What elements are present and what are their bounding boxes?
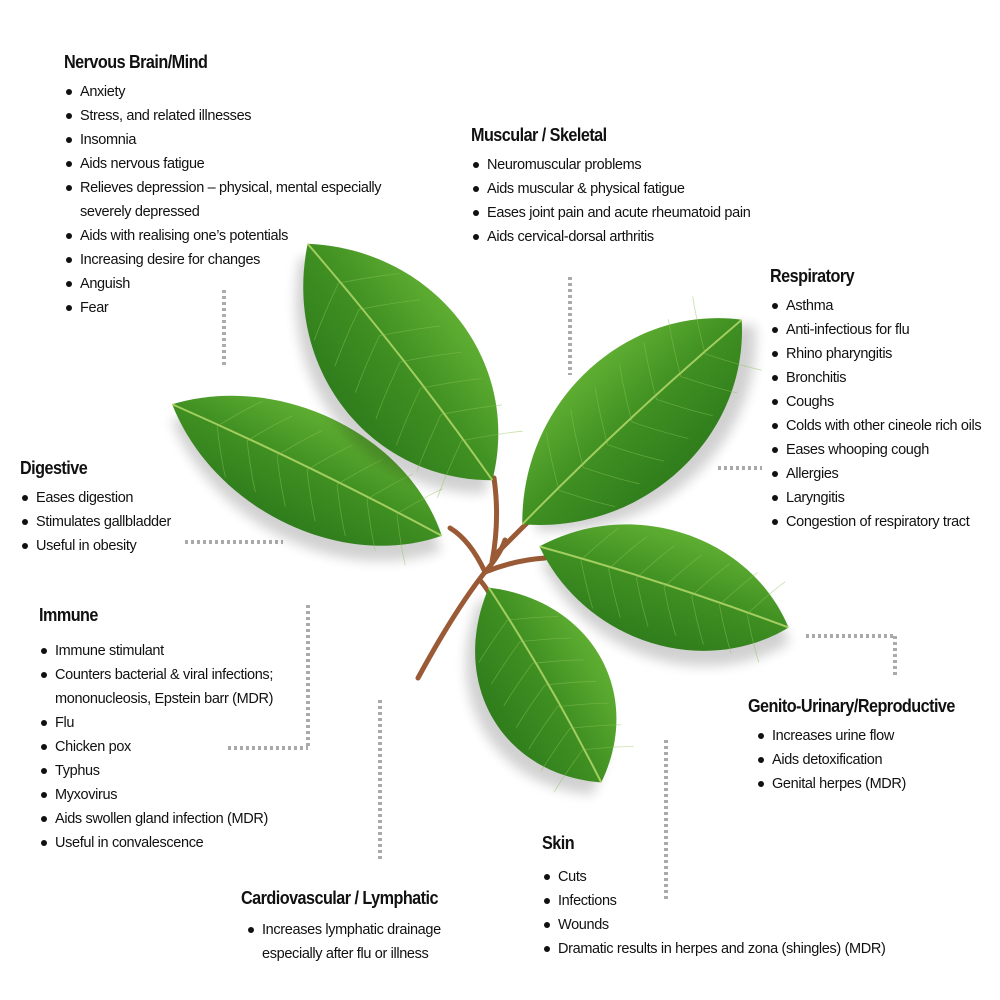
list-item: Genital herpes (MDR) [756,772,978,796]
section-genito-urinary: Genito-Urinary/Reproductive Increases ur… [748,694,978,796]
list-item: Anguish [64,272,384,296]
list-item: Aids with realising one’s potentials [64,224,384,248]
list-item: Eases joint pain and acute rheumatoid pa… [471,201,751,225]
section-cardiovascular: Cardiovascular / Lymphatic Increases lym… [241,886,504,966]
list-item: Neuromuscular problems [471,153,750,177]
list-item: Bronchitis [770,366,981,390]
section-title: Digestive [20,458,88,478]
list-item: Laryngitis [770,486,981,510]
list-item: Aids swollen gland infection (MDR) [39,807,279,831]
section-title: Cardiovascular / Lymphatic [241,888,438,908]
list-item: Stress, and related illnesses [64,104,384,128]
list-item: Colds with other cineole rich oils [770,414,982,438]
section-title: Immune [39,605,98,625]
list-item: Flu [39,711,279,735]
list-item: Aids detoxification [756,748,978,772]
list-item: Increasing desire for changes [64,248,384,272]
list-item: Aids nervous fatigue [64,152,384,176]
section-muscular: Muscular / Skeletal Neuromuscular proble… [471,123,751,249]
list-item: Useful in obesity [20,534,171,558]
section-title: Respiratory [770,266,855,286]
list-item: Anti-infectious for flu [770,318,981,342]
section-title: Nervous Brain/Mind [64,52,208,72]
list-item: Myxovirus [39,783,279,807]
list-item: Increases urine flow [756,724,978,748]
list-item: Chicken pox [39,735,279,759]
list-item: Stimulates gallbladder [20,510,171,534]
list-item: Anxiety [64,80,384,104]
list-item: Useful in convalescence [39,831,279,855]
list-item: Infections [542,889,886,913]
list-item: Counters bacterial & viral infections; m… [39,663,279,711]
list-item: Congestion of respiratory tract [770,510,981,534]
leaf [521,296,762,532]
connector-lines [185,277,897,902]
list-item: Wounds [542,913,886,937]
stem-branch [495,520,530,555]
list-item: Allergies [770,462,981,486]
list-item: Fear [64,296,384,320]
stem-branch [482,555,548,575]
list-item: Aids cervical-dorsal arthritis [471,225,750,249]
section-title: Muscular / Skeletal [471,125,607,145]
list-item: Rhino pharyngitis [770,342,981,366]
list-item: Asthma [770,294,981,318]
list-item: Cuts [542,865,886,889]
leaf [295,243,523,498]
list-item: Increases lymphatic drainage especially … [246,918,504,966]
list-item: Dramatic results in herpes and zona (shi… [542,937,886,961]
list-item: Eases whooping cough [770,438,981,462]
list-item: Coughs [770,390,981,414]
list-item: Eases digestion [20,486,171,510]
section-title: Genito-Urinary/Reproductive [748,696,955,716]
list-item: Typhus [39,759,279,783]
list-item: Insomnia [64,128,384,152]
list-item: Relieves depression – physical, mental e… [64,176,384,224]
section-title: Skin [542,833,575,853]
leaf [465,587,634,795]
stem-branch [489,475,500,565]
list-item: Aids muscular & physical fatigue [471,177,750,201]
leaf [539,524,790,667]
leaves [171,243,790,795]
stem-branch [447,525,488,575]
list-item: Immune stimulant [39,639,279,663]
